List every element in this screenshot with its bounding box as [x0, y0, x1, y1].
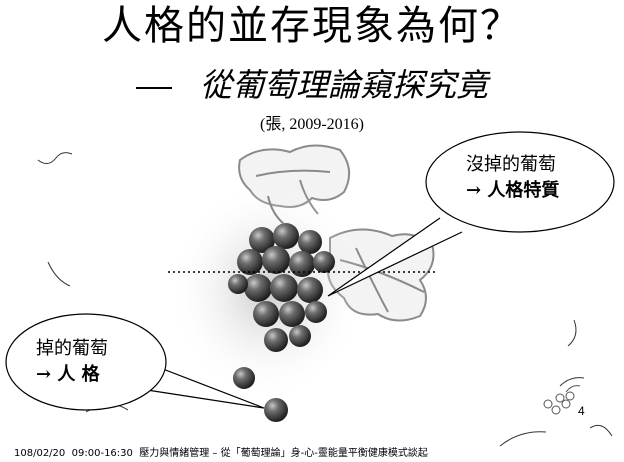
arrow-right-icon: →: [36, 364, 52, 385]
grape-bunch: [228, 195, 335, 422]
page-number: 4: [578, 404, 585, 418]
speech-bubble-right: [327, 131, 615, 297]
bubble-left-text: 掉的葡萄 → 人 格: [36, 336, 108, 388]
grape-doodle-icon: [543, 385, 581, 415]
bubble-right-line2: → 人格特質: [466, 178, 559, 204]
bubble-left-line1: 掉的葡萄: [36, 338, 108, 359]
footer: 108/02/20 09:00-16:30 壓力與情緒管理 – 從「葡萄理論」身…: [14, 444, 428, 459]
citation: (張, 2009-2016): [260, 116, 364, 133]
slide-title: 人格的並存現象為何？: [102, 3, 522, 49]
bubble-right-label: 人格特質: [487, 180, 560, 201]
slide-subtitle: 從葡萄理論窺探究竟: [0, 66, 624, 104]
bubble-right-line1: 沒掉的葡萄: [466, 154, 556, 175]
subtitle-text: 從葡萄理論窺探究竟: [199, 66, 488, 104]
speech-bubble-left: [5, 313, 265, 411]
footer-date: 108/02/20: [14, 448, 66, 459]
dash-divider: [135, 86, 172, 89]
footer-text: 壓力與情緒管理 – 從「葡萄理論」身-心-靈能量平衡健康模式談起: [139, 448, 428, 459]
arrow-right-icon: →: [466, 180, 482, 201]
bubble-left-label: 人 格: [57, 364, 100, 385]
bubble-left-line2: → 人 格: [36, 362, 108, 388]
footer-time: 09:00-16:30: [71, 448, 133, 459]
bubble-right-text: 沒掉的葡萄 → 人格特質: [466, 152, 559, 204]
